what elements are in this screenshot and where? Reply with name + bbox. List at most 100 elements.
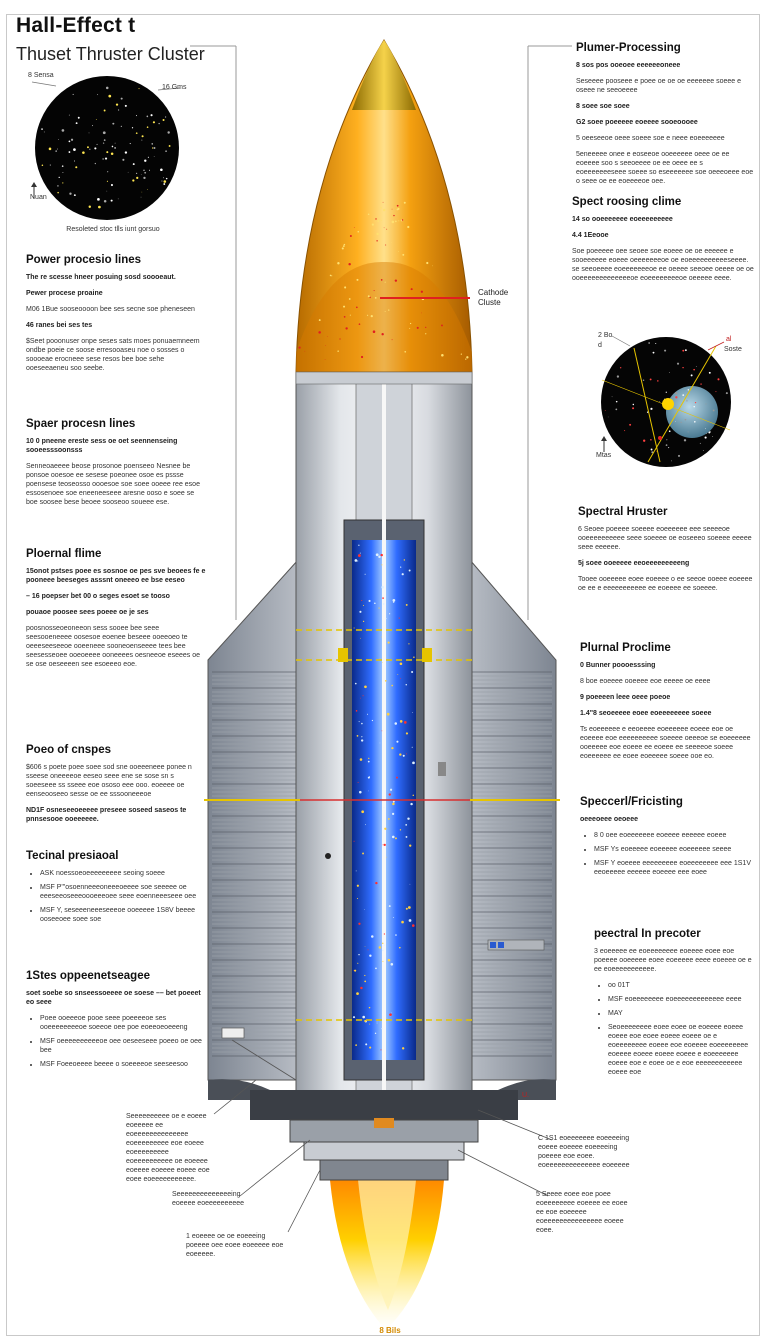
ion-particle [392,800,395,803]
engine-base [208,1079,556,1181]
cone-particle [343,315,346,318]
ion-particle [378,555,381,559]
ion-particle [361,736,363,738]
star [106,151,109,154]
star [674,391,678,395]
star [135,132,138,134]
ion-particle [381,730,383,732]
star [82,151,85,154]
ion-particle [369,1046,372,1049]
stars-left [41,86,171,209]
star [73,148,76,151]
star [69,192,72,195]
ion-particle [413,656,415,658]
ion-particle [353,840,355,842]
star [695,365,697,367]
ion-particle [408,919,412,922]
star [141,191,143,193]
ion-particle [359,758,363,761]
section-title: Ploernal flime [26,548,102,560]
list-item: MSF oeeeeeeeeeeoe oee oeseeseee poeeo oe… [40,1037,206,1055]
star [102,158,104,160]
star [677,454,681,457]
cone-particle [401,219,404,221]
section-title: Poeo of cnspes [26,744,111,756]
star [671,460,672,462]
star [147,156,149,158]
star [62,172,64,174]
section-title: 1Stes oppeenetseagee [26,970,151,982]
ion-particle [355,1044,357,1046]
star [611,396,613,398]
star [632,403,635,406]
ion-particle [411,671,414,674]
stars-right [604,342,728,462]
star [75,166,78,169]
star [167,131,170,134]
cone-particle [409,327,411,329]
star [708,371,711,374]
star [624,430,626,432]
star [704,436,707,439]
cone-particle [421,312,422,314]
star [725,392,728,395]
bullet-list: Poee ooeeeoe pooe seee poeeeeoe ses ooee… [26,1014,206,1069]
cone-particle [396,204,399,207]
star [680,421,682,423]
star [61,129,65,132]
cone-particle [337,350,339,352]
ion-particle [364,909,365,911]
cone-particle [393,214,395,217]
left-section-plasma: Ploernal flime 15onot pstses poee es sos… [26,548,206,668]
starfield-right-label-tr: al [726,336,732,343]
ion-particle [368,1006,371,1009]
star [165,150,167,152]
star [143,169,145,172]
star [715,391,717,393]
star [144,171,147,174]
cone-particle [396,208,399,211]
ion-particle [399,720,403,723]
star [92,125,94,127]
starfield-left-label-tl: 8 Sensa [28,72,54,79]
star [160,168,163,172]
cone-particle [391,208,393,210]
star [103,139,106,141]
cone-particle [432,265,433,267]
cone-particle [377,220,380,222]
ion-particle [359,552,361,554]
ion-particle [403,559,406,561]
star [665,391,667,393]
ion-particle [358,544,360,546]
star [165,177,168,180]
star [712,435,714,437]
bottom-label: 8 Bils [379,1326,401,1335]
star [668,372,670,373]
star [161,180,163,182]
ion-particle [364,974,366,977]
star [650,448,653,451]
ion-particle [382,597,384,599]
ion-particle [383,807,385,809]
star [102,142,105,144]
ion-particle [407,906,411,909]
cone-particle [402,253,405,256]
star [151,147,154,149]
ion-particle [388,905,391,908]
star [664,349,667,352]
star [648,342,651,344]
starfield-left-label-bl: Nuan [30,194,47,201]
ion-particle [403,721,407,724]
ion-particle [368,599,371,603]
star [127,171,129,173]
page-title: Hall-Effect t [16,14,136,37]
star [68,151,71,153]
star [659,401,660,402]
star [87,146,89,149]
left-section-technical: Tecinal presiaoal ASK noessoeoeeeeeeeee … [26,850,206,930]
cone-particle [370,314,373,318]
ion-particle [401,573,404,576]
ion-particle [375,881,378,885]
cone-particle [329,274,332,277]
